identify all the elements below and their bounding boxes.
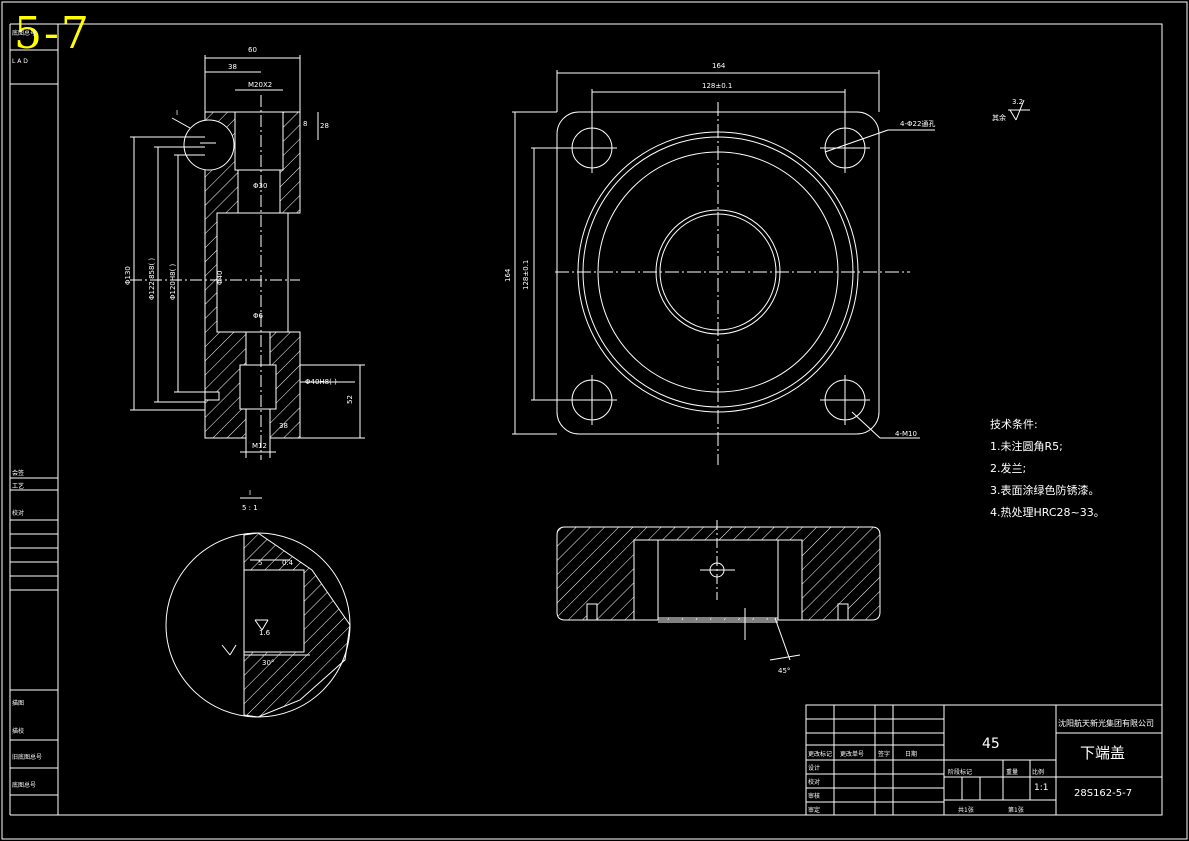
left-strip	[9, 23, 58, 816]
dim-plan-height: 164	[504, 268, 512, 282]
strip-label-2: 校对	[12, 510, 25, 517]
detail-scale: 5 : 1	[242, 504, 258, 512]
title-material: 45	[982, 736, 1000, 752]
title-header-0: 更改标记	[808, 750, 832, 758]
tech-item-1: 1.未注圆角R5;	[990, 440, 1063, 453]
dim-side-phi120: Φ120H8( )	[169, 263, 177, 300]
dim-side-phi130: Φ130	[124, 266, 132, 285]
dim-side-28: 28	[320, 122, 329, 130]
title-row-3: 审定	[808, 806, 820, 814]
dim-section-angle: 45°	[778, 667, 790, 675]
dim-side-r: 8	[303, 120, 307, 128]
title-company: 沈阳航天新光集团有限公司	[1058, 718, 1154, 728]
dim-side-right-52: 52	[346, 395, 354, 404]
dim-side-phi122: Φ122.858( )	[148, 258, 156, 300]
strip-top-code: 底图总号	[12, 30, 37, 37]
title-row-1: 校对	[808, 778, 820, 786]
detail-view-i	[165, 497, 351, 718]
dim-plan-m10: 4-M10	[895, 430, 917, 438]
title-drawing-no: 28S162-5-7	[1074, 788, 1132, 799]
detail-label-i: I	[176, 109, 178, 117]
strip-label-4: 描校	[12, 728, 25, 735]
tech-item-3: 3.表面涂绿色防锈漆。	[990, 484, 1100, 497]
tech-item-4: 4.热处理HRC28~33。	[990, 506, 1105, 519]
roughness-other: 其余	[992, 113, 1006, 122]
tech-item-2: 2.发兰;	[990, 462, 1027, 475]
dim-side-phi40: Φ40	[216, 271, 224, 285]
dim-plan-128: 128±0.1	[702, 82, 732, 90]
detail-dim-a: 5	[258, 559, 262, 567]
strip-label-3: 描图	[12, 700, 25, 707]
dim-side-width: 60	[248, 46, 257, 54]
dim-side-phi40h8: Φ40H8( )	[305, 378, 337, 386]
detail-dim-d: 30°	[262, 659, 274, 667]
strip-label-1: 工艺	[12, 483, 25, 490]
title-header-2: 签字	[878, 750, 890, 758]
detail-title-i: I	[249, 489, 251, 497]
title-header-3: 日期	[905, 750, 917, 758]
title-row-2: 审核	[808, 792, 820, 800]
tech-title: 技术条件:	[990, 418, 1038, 431]
title-part-name: 下端盖	[1080, 744, 1125, 762]
dim-plan-holes: 4-Φ22通孔	[900, 119, 935, 128]
side-section-view	[130, 55, 365, 460]
plan-view	[512, 70, 1030, 465]
dim-side-phi30: Φ30	[253, 182, 267, 190]
dim-side-phi6: Φ6	[253, 312, 264, 320]
title-scale: 1:1	[1034, 783, 1048, 793]
title-scale-label: 比例	[1032, 768, 1044, 776]
strip-label-0: 会签	[12, 470, 25, 477]
detail-dim-c: 1.6	[259, 629, 271, 637]
title-total: 共1张	[958, 806, 974, 814]
title-header-1: 更改单号	[840, 750, 864, 758]
title-block	[805, 704, 1163, 816]
roughness-value: 3.2	[1012, 98, 1023, 106]
title-stage: 阶段标记	[948, 768, 972, 776]
dim-plan-width: 164	[712, 62, 726, 70]
dim-side-m12: M12	[252, 442, 267, 450]
title-row-0: 设计	[808, 764, 820, 772]
title-weight: 重量	[1006, 768, 1018, 776]
dim-plan-128v: 128±0.1	[522, 260, 530, 290]
strip-label-5: 旧底图总号	[12, 754, 43, 761]
strip-label-6: 底图总号	[12, 782, 37, 789]
bottom-section-view	[556, 520, 881, 661]
inner-border	[57, 23, 1163, 816]
title-sheet: 第1张	[1008, 806, 1024, 814]
dim-side-thread-top: M20X2	[248, 81, 272, 89]
strip-top-code2: L A D	[12, 58, 28, 65]
dim-side-38: 38	[228, 63, 237, 71]
sheet-number: 5-7	[14, 8, 91, 59]
detail-dim-b: 0.4	[282, 559, 294, 567]
technical-requirements: 技术条件: 1.未注圆角R5; 2.发兰; 3.表面涂绿色防锈漆。 4.热处理H…	[990, 414, 1105, 524]
dim-side-bottom: 38	[279, 422, 288, 430]
